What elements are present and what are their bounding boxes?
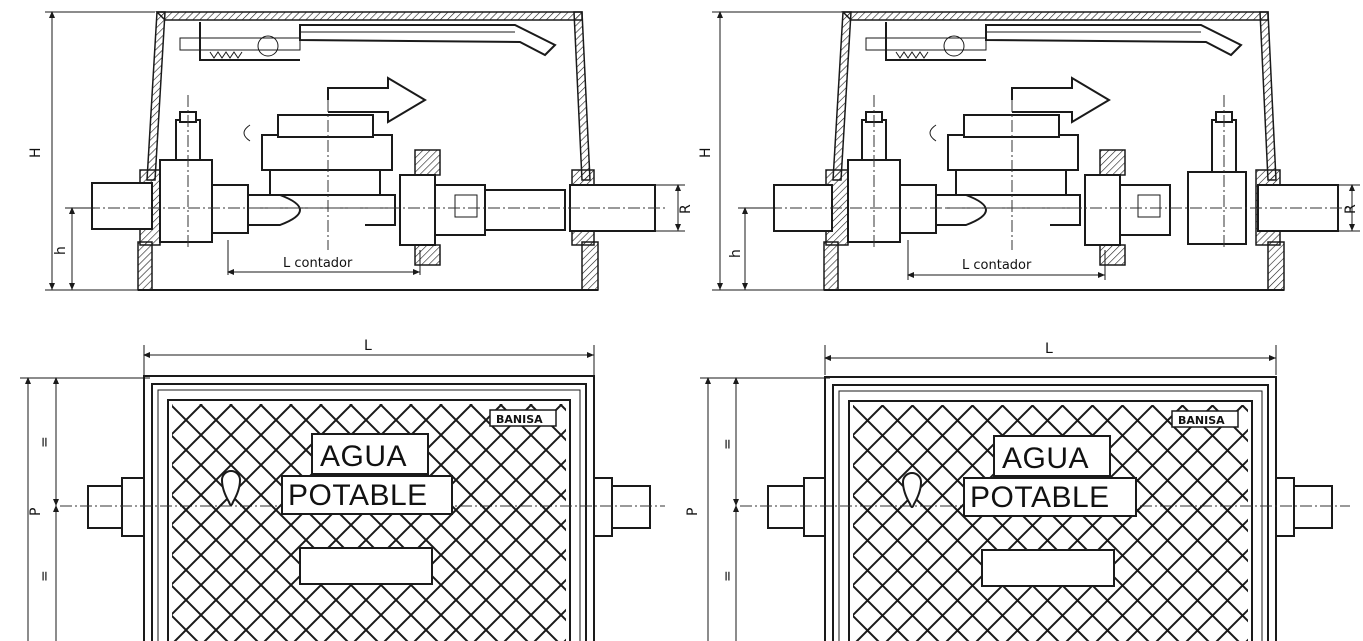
label-h: h [728, 249, 744, 258]
pipeline-left [88, 76, 665, 266]
dimensions-right [712, 11, 1360, 291]
label-R: R [1343, 204, 1359, 214]
label-equal-bottom: = [720, 570, 736, 582]
lid-latch-right [865, 22, 1243, 61]
pipeline-right [770, 76, 1350, 266]
keyhole-icon [901, 472, 923, 508]
section-view-left: H h R L contador [28, 11, 694, 291]
label-P: P [685, 508, 701, 516]
label-meter-length: L contador [962, 258, 1032, 273]
lid-grate-right [853, 405, 1248, 641]
label-H: H [28, 147, 44, 158]
label-meter-length: L contador [283, 256, 353, 271]
plan-view-right: L P = = AGUA POTABLE BANISA [685, 341, 1350, 641]
section-view-right: H h R L contador [698, 11, 1360, 291]
lid-text-line1: AGUA [320, 440, 407, 473]
label-L: L [364, 338, 372, 354]
keyhole-icon [220, 470, 242, 506]
label-equal-top: = [720, 438, 736, 450]
label-R: R [678, 204, 694, 214]
dimensions-left [45, 11, 685, 291]
brand-mark: BANISA [1178, 414, 1225, 427]
label-H: H [698, 147, 714, 158]
label-equal-bottom: = [37, 570, 53, 582]
label-h: h [53, 246, 69, 255]
brand-mark: BANISA [496, 413, 543, 426]
label-equal-top: = [37, 436, 53, 448]
lid-latch-left [179, 22, 557, 61]
lid-grate-left [172, 404, 566, 641]
label-P: P [28, 508, 44, 516]
lid-text-line2: POTABLE [288, 479, 428, 512]
plan-view-left: L P = = AGUA POTABLE BANISA [20, 338, 665, 641]
lid-text-line1: AGUA [1002, 442, 1089, 475]
lid-text-line2: POTABLE [970, 481, 1110, 514]
label-L: L [1045, 341, 1053, 357]
